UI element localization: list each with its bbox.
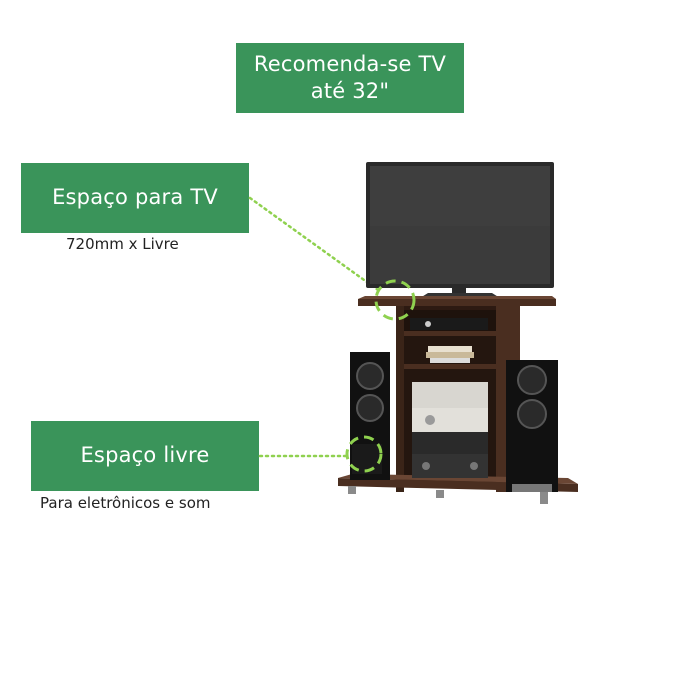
tv-space-badge: Espaço para TV bbox=[21, 163, 249, 233]
tv-icon bbox=[366, 162, 554, 298]
stereo-icon bbox=[412, 382, 488, 478]
free-space-callout-marker bbox=[345, 435, 383, 473]
tv-space-callout-line bbox=[248, 196, 380, 292]
dvd-player-icon bbox=[410, 318, 488, 330]
tv-recommendation-badge: Recomenda-se TV até 32" bbox=[236, 43, 464, 113]
free-space-badge: Espaço livre bbox=[31, 421, 259, 491]
books-icon bbox=[426, 346, 474, 363]
right-speaker-icon bbox=[506, 360, 558, 492]
tv-space-dimensions: 720mm x Livre bbox=[66, 235, 179, 253]
free-space-description: Para eletrônicos e som bbox=[40, 494, 211, 512]
recommendation-line-1: Recomenda-se TV bbox=[253, 51, 447, 76]
recommendation-line-2: até 32" bbox=[310, 79, 390, 103]
free-space-label: Espaço livre bbox=[80, 443, 210, 468]
left-speaker-icon bbox=[350, 352, 390, 480]
tv-space-callout-marker bbox=[374, 279, 416, 321]
tv-space-label: Espaço para TV bbox=[52, 185, 218, 210]
tv-stand-top bbox=[358, 296, 556, 306]
